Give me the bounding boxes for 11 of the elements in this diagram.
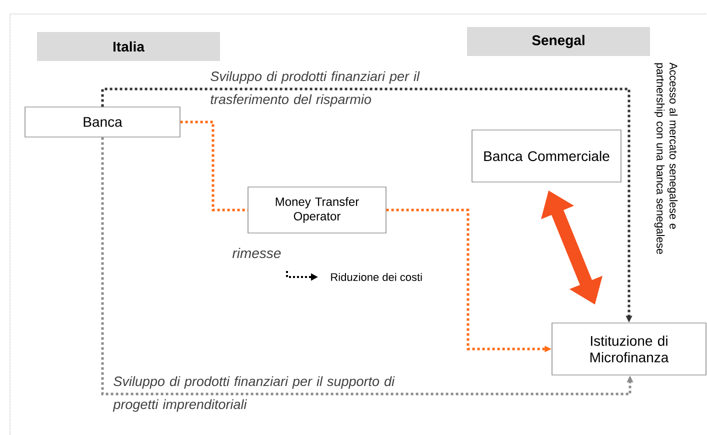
legend-text: Riduzione dei costi [331, 272, 422, 282]
header-band: Senegal [467, 27, 650, 56]
process-box: Banca [24, 106, 180, 138]
flow-label: rimesse [232, 248, 281, 258]
header-band: Italia [37, 32, 220, 61]
process-box: Money Transfer Operator [248, 186, 386, 234]
edge-label: Sviluppo di prodotti finanziari per il supporto di progetti imprenditoriali [112, 376, 395, 412]
edge-label: Sviluppo di prodotti finanziari per il trasferimento del risparmio [210, 71, 420, 107]
vertical-note: Accesso al mercato senegalese e partnership con una banca senegalese [654, 62, 678, 254]
process-box: Istituzione di Microfinanza [552, 322, 706, 376]
process-box: Banca Commerciale [472, 130, 622, 182]
